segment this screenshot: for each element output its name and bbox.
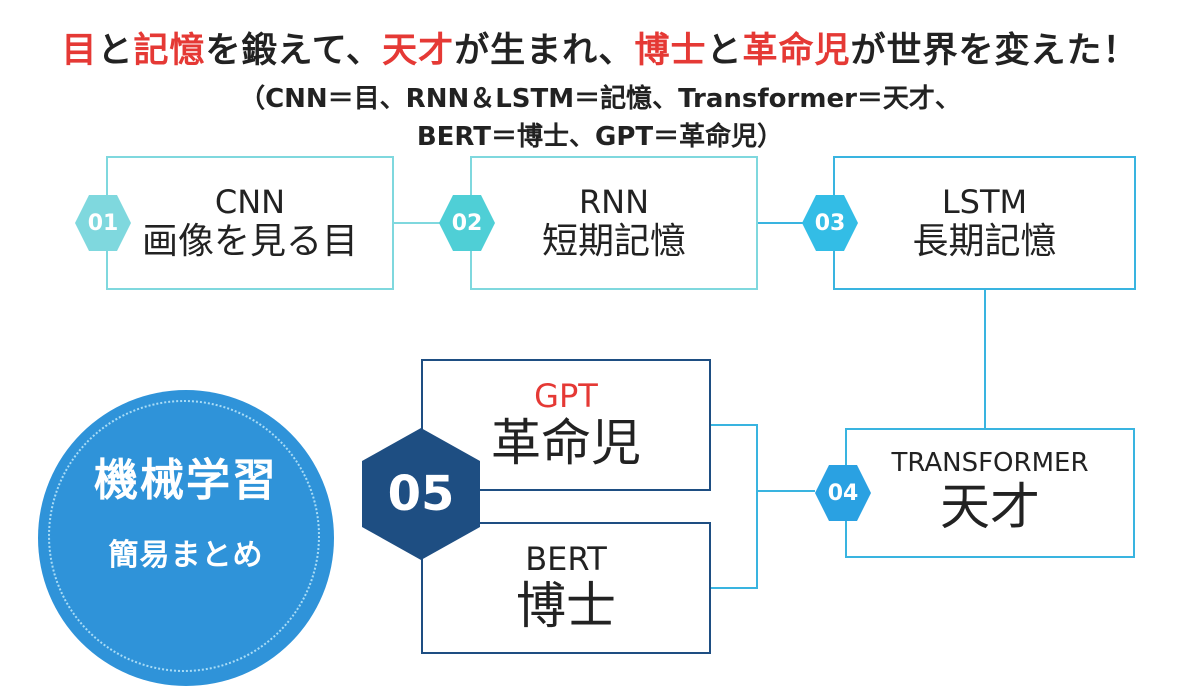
title-text: が世界を変えた！ — [850, 31, 1139, 71]
step-label-en: TRANSFORMER — [891, 448, 1089, 479]
main-title: 目と記憶を鍛えて、天才が生まれ、博士と革命児が世界を変えた！ — [0, 22, 1200, 73]
step-box-cnn: CNN 画像を見る目 — [106, 156, 394, 290]
step-number-badge: 02 — [439, 195, 495, 251]
step-box-lstm: LSTM 長期記憶 — [833, 156, 1136, 290]
step-label-en: GPT — [534, 376, 598, 415]
step-box-rnn: RNN 短期記憶 — [470, 156, 758, 290]
title-eye: 目 — [61, 31, 98, 71]
step-label-ja: 博士 — [516, 576, 616, 635]
title-revolutionary: 革命児 — [742, 31, 851, 71]
subtitle-line-2: BERT＝博士、GPT＝革命児） — [416, 122, 784, 152]
step-number-badge: 01 — [75, 195, 131, 251]
title-text: を鍛えて、 — [205, 31, 383, 71]
title-text: と — [97, 31, 134, 71]
title-doctor: 博士 — [634, 31, 707, 71]
step-box-transformer: TRANSFORMER 天才 — [845, 428, 1135, 558]
summary-circle: 機械学習 簡易まとめ — [38, 390, 334, 686]
title-text: が生まれ、 — [454, 31, 635, 71]
step-label-ja: 長期記憶 — [912, 220, 1057, 262]
step-label-en: BERT — [525, 539, 607, 578]
title-memory: 記憶 — [133, 31, 206, 71]
step-label-en: RNN — [578, 182, 650, 221]
step-label-en: LSTM — [941, 182, 1028, 221]
step-box-bert: BERT 博士 — [421, 522, 711, 654]
title-genius: 天才 — [382, 31, 455, 71]
connector-bert — [711, 491, 758, 589]
connector-gpt — [711, 424, 815, 492]
subtitle-line-1: （CNN＝目、RNN＆LSTM＝記憶、Transformer＝天才、 — [239, 84, 961, 114]
step-label-ja: 天才 — [940, 478, 1040, 537]
step-label-ja: 画像を見る目 — [141, 220, 358, 262]
step-label-ja: 革命児 — [491, 413, 641, 472]
step-label-en: CNN — [214, 182, 286, 221]
step-label-ja: 短期記憶 — [541, 220, 686, 262]
circle-dotted-ring — [48, 400, 320, 672]
step-box-gpt: GPT 革命児 — [421, 359, 711, 491]
title-text: と — [706, 31, 743, 71]
